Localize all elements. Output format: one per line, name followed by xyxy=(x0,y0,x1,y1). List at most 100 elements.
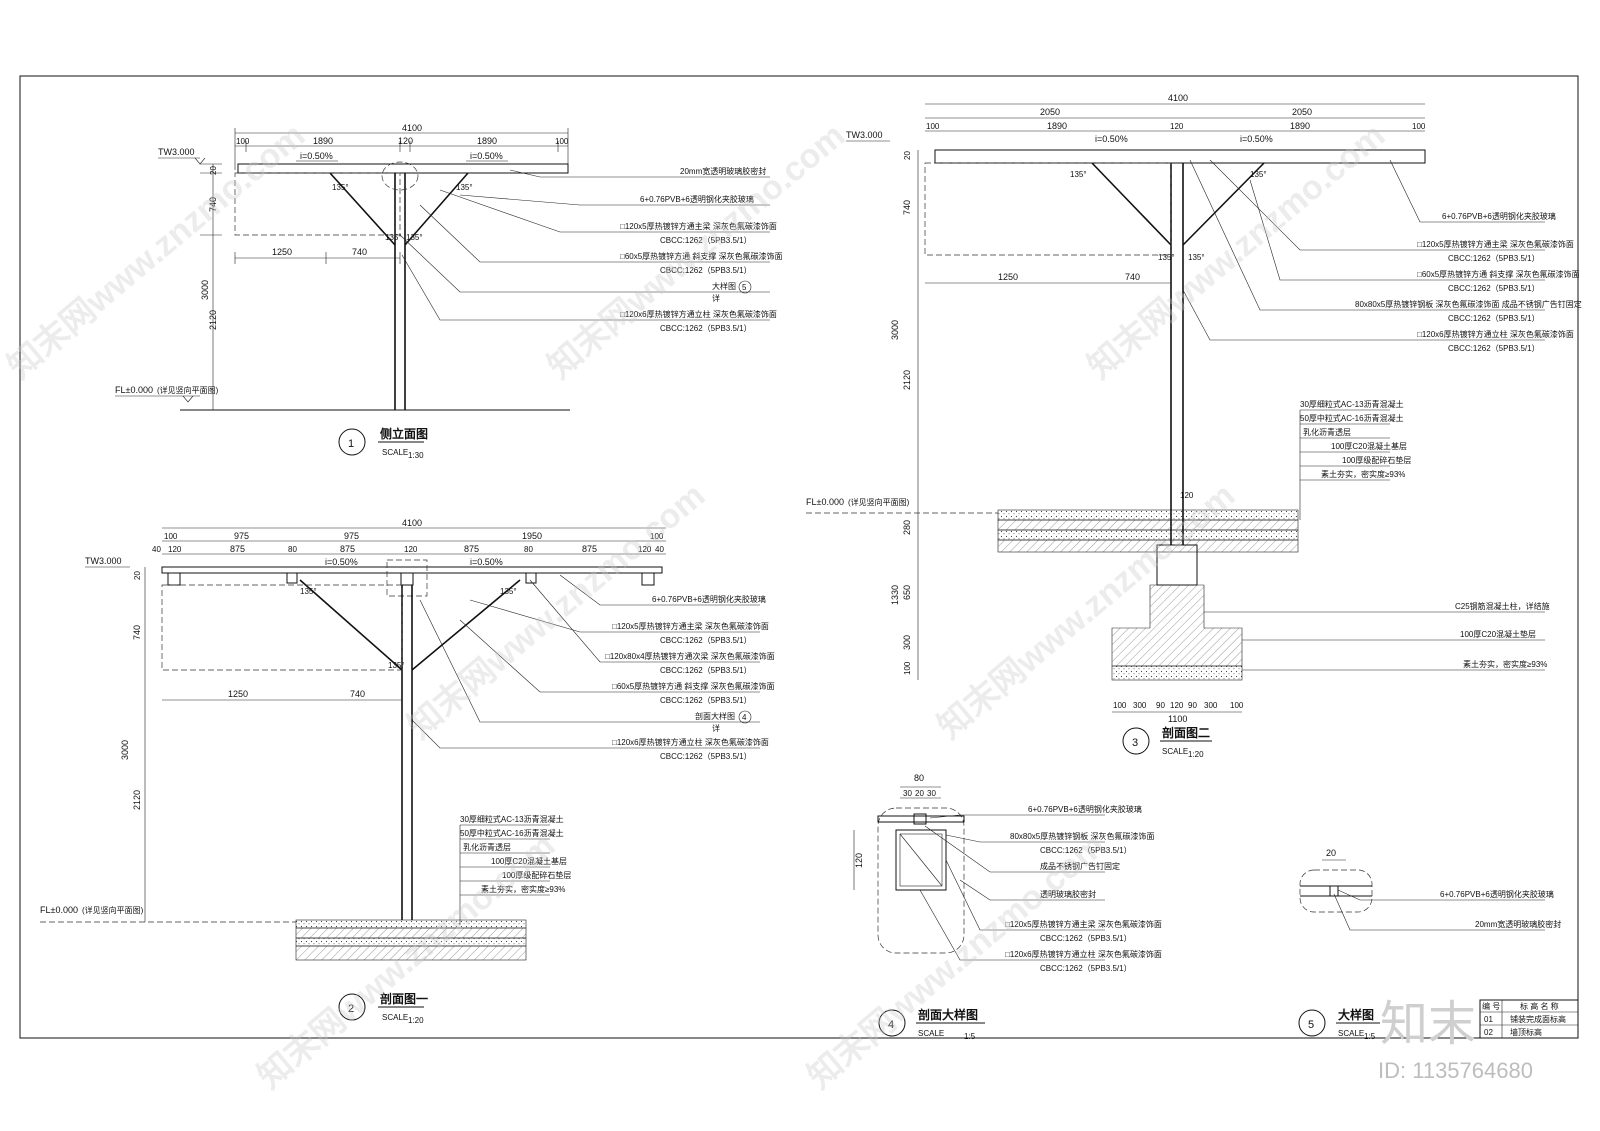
table-cell: 01 xyxy=(1484,1015,1493,1024)
note-column: □120x6厚热镀锌方通立柱 深灰色氟碳漆饰面 xyxy=(1005,949,1162,959)
angle-label: 135° xyxy=(1250,170,1267,179)
note-seal: 20mm宽透明玻璃胶密封 xyxy=(680,166,766,176)
note-cbcc: CBCC:1262（5PB3.5/1） xyxy=(660,636,752,645)
pave-note: 乳化沥青透层 xyxy=(1303,427,1351,437)
table-header: 编 号 xyxy=(1482,1001,1500,1011)
brace-right xyxy=(404,172,469,246)
note-main-beam: □120x5厚热镀锌方通主梁 深灰色氟碳漆饰面 xyxy=(1417,239,1574,249)
dim-label: 300 xyxy=(902,635,912,650)
slope-label: i=0.50% xyxy=(470,557,503,567)
dim-label: 90 xyxy=(1188,701,1197,710)
title-bubble xyxy=(338,993,366,1021)
detail-ref-sheet: 详 xyxy=(712,723,720,733)
drawing-5-detail: 20 6+0.76PVB+6透明钢化夹胶玻璃 20mm宽透明玻璃胶密封 5 大样… xyxy=(1298,848,1561,1041)
brace-left xyxy=(329,172,396,246)
scale-label: SCALE xyxy=(382,448,408,457)
angle-label: 135° xyxy=(456,183,473,192)
title-bubble xyxy=(1122,727,1150,755)
drawing-4-section-detail: 80 30 20 30 120 6+0.76PVB+6透明钢化夹胶玻璃 80x8… xyxy=(853,773,1162,1041)
pavement-layers xyxy=(997,509,1299,521)
dim-col: 120 xyxy=(398,136,413,146)
dim-label: 20 xyxy=(133,571,142,580)
brace-left xyxy=(1091,162,1172,246)
dim-label: 1890 xyxy=(1047,121,1067,131)
note-glass: 6+0.76PVB+6透明钢化夹胶玻璃 xyxy=(1442,211,1556,221)
note-cbcc: CBCC:1262（5PB3.5/1） xyxy=(660,696,752,705)
dim-label: 80 xyxy=(914,773,924,783)
scale-value: 1:5 xyxy=(964,1032,976,1041)
title-number: 3 xyxy=(1132,737,1138,749)
scale-label: SCALE xyxy=(1162,747,1188,756)
watermark-text: 知末网www.znzmo.com xyxy=(801,826,1112,1096)
dim-label: 120 xyxy=(1170,701,1184,710)
angle-label: 135° xyxy=(332,183,349,192)
dim-label: 1330 xyxy=(890,585,900,605)
dim-label: 120 xyxy=(638,545,652,554)
note-glass: 6+0.76PVB+6透明钢化夹胶玻璃 xyxy=(1028,804,1142,814)
glass-roof xyxy=(237,163,569,174)
scale-value: 1:20 xyxy=(408,1016,424,1025)
note-cbcc: CBCC:1262（5PB3.5/1） xyxy=(660,752,752,761)
dim-label: 100 xyxy=(926,122,940,131)
pave-note: 100厚级配碎石垫层 xyxy=(1342,455,1411,465)
slope-label: i=0.50% xyxy=(300,151,333,161)
angle-label: 135° xyxy=(1188,253,1205,262)
slope-label: i=0.50% xyxy=(325,557,358,567)
level-note: (详见竖向平面图) xyxy=(82,905,144,915)
title-bubble xyxy=(1298,1009,1326,1037)
dim-label: 120 xyxy=(404,545,418,554)
title-bubble xyxy=(338,428,366,456)
dim-label: 3000 xyxy=(890,320,900,340)
dim-label: 2120 xyxy=(132,790,142,810)
dim-label: 875 xyxy=(464,544,479,554)
detail-ref-number: 4 xyxy=(742,713,747,722)
watermark-layer: 知末网www.znzmo.com 知末网www.znzmo.com 知末网www… xyxy=(1,116,1533,1096)
dim-label: 740 xyxy=(352,247,367,257)
level-tw: TW3.000 xyxy=(85,556,122,566)
note-cbcc: CBCC:1262（5PB3.5/1） xyxy=(660,666,752,675)
foundation-note: 100厚C20混凝土垫层 xyxy=(1460,629,1536,639)
pavement-notes: 30厚细粒式AC-13沥青混凝土 50厚中粒式AC-16沥青混凝土 乳化沥青透层… xyxy=(1299,399,1411,520)
dim-label: 120 xyxy=(1170,122,1184,131)
dim-label: 2050 xyxy=(1292,107,1312,117)
scale-label: SCALE xyxy=(382,1013,408,1022)
title-number: 2 xyxy=(348,1003,354,1015)
dim-label: 120 xyxy=(168,545,182,554)
note-glass: 6+0.76PVB+6透明钢化夹胶玻璃 xyxy=(640,194,754,204)
foundation-note: 素土夯实，密实度≥93% xyxy=(1463,659,1547,669)
drawing-3-section-two: 4100 2050 2050 100 1890 120 1890 100 i=0… xyxy=(806,93,1582,759)
watermark-text: 知末网www.znzmo.com xyxy=(401,476,712,746)
dim-label: 40 xyxy=(655,545,664,554)
pave-note: 100厚C20混凝土基层 xyxy=(491,856,567,866)
dim-edge: 100 xyxy=(236,137,250,146)
title-number: 4 xyxy=(888,1019,894,1031)
watermark-id: ID: 1135764680 xyxy=(1378,1058,1533,1083)
dim-label: 1250 xyxy=(228,689,248,699)
pave-note: 30厚细粒式AC-13沥青混凝土 xyxy=(460,814,564,824)
slope-label: i=0.50% xyxy=(470,151,503,161)
dim-label: 740 xyxy=(132,625,142,640)
note-cbcc: CBCC:1262（5PB3.5/1） xyxy=(660,236,752,245)
dim-label: 100 xyxy=(1113,701,1127,710)
pave-note: 100厚C20混凝土基层 xyxy=(1331,441,1407,451)
note-cbcc: CBCC:1262（5PB3.5/1） xyxy=(1448,314,1540,323)
note-column: □120x6厚热镀锌方通立柱 深灰色氟碳漆饰面 xyxy=(620,309,777,319)
pavement-notes: 30厚细粒式AC-13沥青混凝土 50厚中粒式AC-16沥青混凝土 乳化沥青透层… xyxy=(459,814,571,925)
dim-label: 740 xyxy=(350,689,365,699)
note-detail-ref: 大样图 xyxy=(712,281,736,291)
brace-left xyxy=(299,579,403,671)
dim-span: 1890 xyxy=(477,136,497,146)
title-number: 1 xyxy=(348,438,354,450)
pavement-layers xyxy=(295,945,527,961)
dim-label: 875 xyxy=(582,544,597,554)
dim-label: 30 xyxy=(927,789,936,798)
angle-label: 135° xyxy=(1158,253,1175,262)
dim-label: 30 xyxy=(903,789,912,798)
watermark-text: 知末网www.znzmo.com xyxy=(1081,116,1392,386)
dim-label: 1100 xyxy=(1168,714,1187,724)
dim-label: 740 xyxy=(208,197,218,212)
brace-right xyxy=(1182,162,1265,246)
dim-total: 4100 xyxy=(1168,93,1188,103)
note-sec-ref: 剖面大样图 xyxy=(695,711,735,721)
